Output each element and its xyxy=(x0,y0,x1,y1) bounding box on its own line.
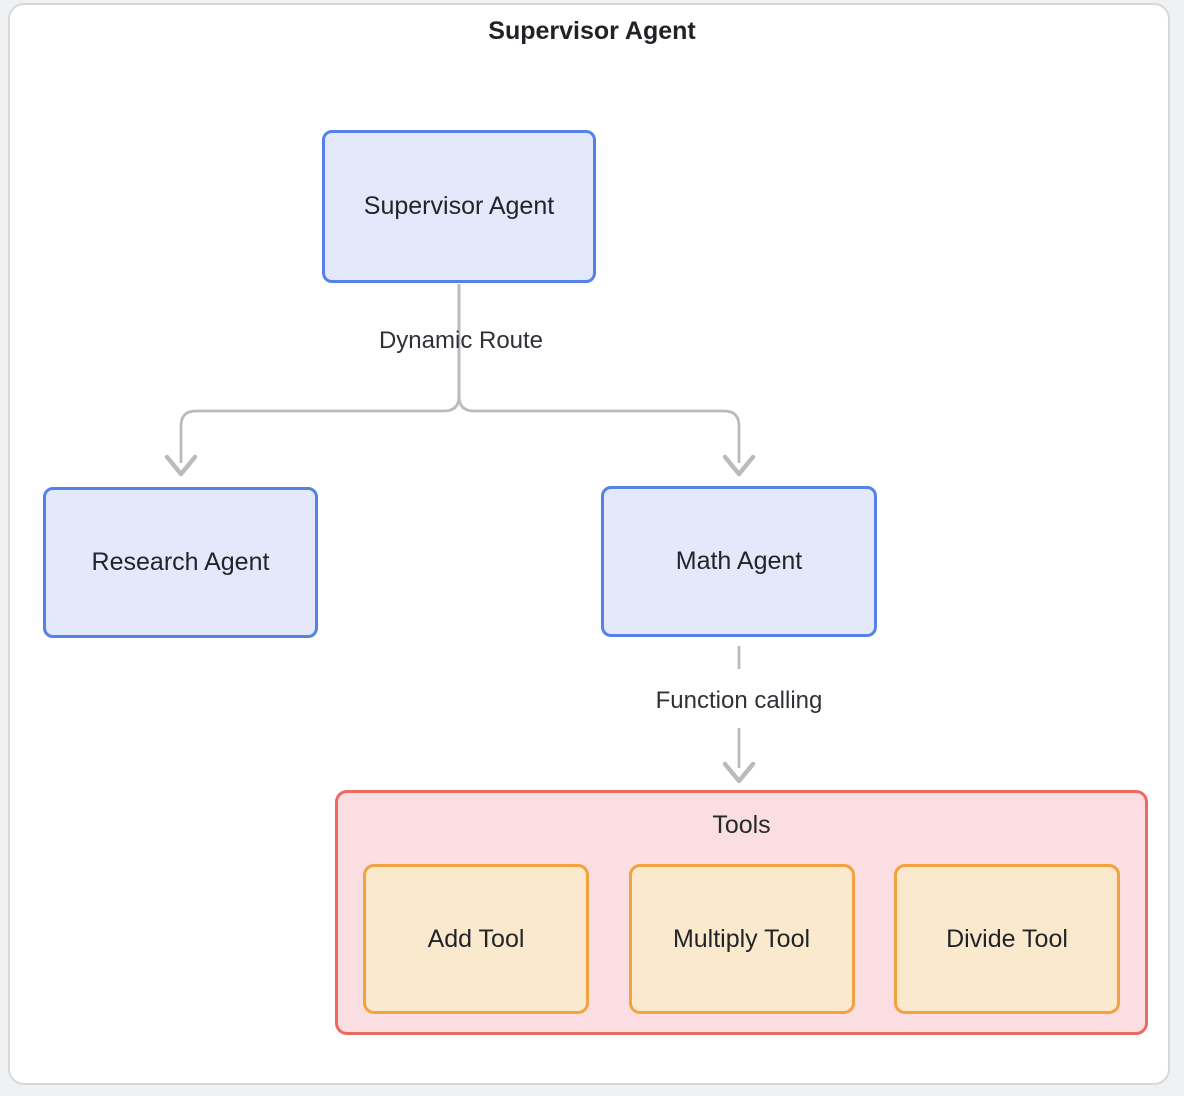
diagram-title: Supervisor Agent xyxy=(488,17,696,45)
node-supervisor-agent-label: Supervisor Agent xyxy=(363,192,555,220)
tools-row: Add Tool Multiply Tool Divide Tool xyxy=(338,864,1145,1014)
node-math-agent-label: Math Agent xyxy=(675,547,803,575)
edge-label-function-calling: Function calling xyxy=(655,687,823,714)
node-multiply-tool-label: Multiply Tool xyxy=(672,924,811,953)
node-divide-tool-label: Divide Tool xyxy=(946,924,1068,953)
node-add-tool-label: Add Tool xyxy=(427,924,525,953)
node-research-agent: Research Agent xyxy=(43,487,318,638)
node-math-agent: Math Agent xyxy=(601,486,877,637)
node-divide-tool: Divide Tool xyxy=(894,864,1120,1014)
tools-subgraph-title: Tools xyxy=(712,811,771,839)
node-research-agent-label: Research Agent xyxy=(91,548,270,576)
tools-subgraph: Tools Add Tool Multiply Tool Divide Tool xyxy=(335,790,1148,1035)
node-multiply-tool: Multiply Tool xyxy=(628,864,855,1014)
node-add-tool: Add Tool xyxy=(363,864,589,1014)
edge-label-dynamic-route: Dynamic Route xyxy=(378,327,544,354)
node-supervisor-agent: Supervisor Agent xyxy=(322,130,596,283)
